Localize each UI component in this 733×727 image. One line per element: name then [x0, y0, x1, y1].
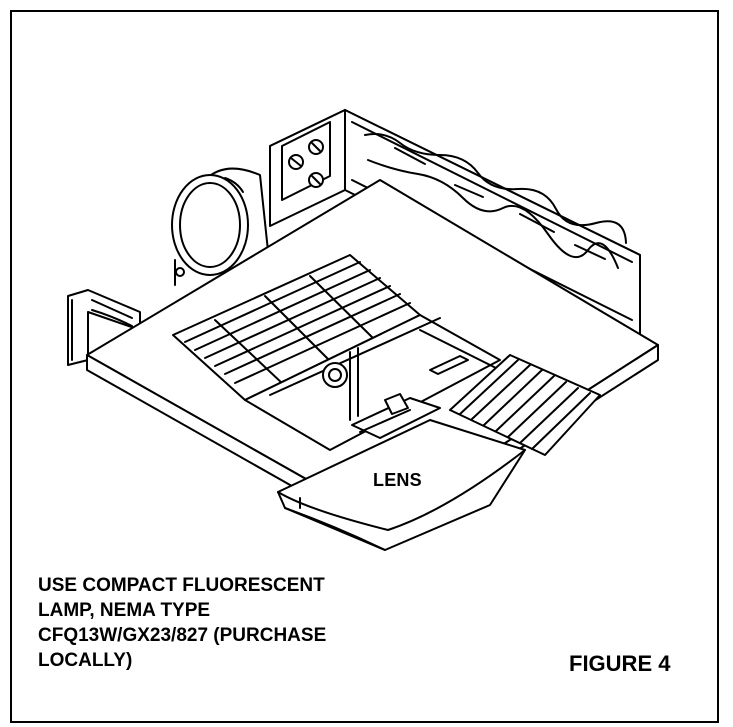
lens	[277, 419, 526, 551]
louver-right	[449, 354, 601, 456]
lamp-note: USE COMPACT FLUORESCENT LAMP, NEMA TYPE …	[38, 573, 438, 673]
louver-left	[172, 254, 421, 401]
lamp-socket	[351, 393, 441, 439]
figure-frame	[10, 10, 719, 723]
grille-opening	[244, 314, 501, 451]
duct-connector	[171, 167, 271, 286]
lens-label: LENS	[373, 470, 422, 490]
junction-plate	[281, 121, 331, 201]
lamp-note-line: USE COMPACT FLUORESCENT	[38, 575, 325, 596]
lamp-note-line: CFQ13W/GX23/827 (PURCHASE	[38, 625, 327, 646]
mounting-bracket	[67, 289, 141, 366]
housing-box	[269, 109, 641, 336]
figure-caption: FIGURE 4	[569, 651, 671, 676]
lamp-note-line: LOCALLY)	[38, 650, 133, 671]
lamp-note-line: LAMP, NEMA TYPE	[38, 600, 211, 621]
